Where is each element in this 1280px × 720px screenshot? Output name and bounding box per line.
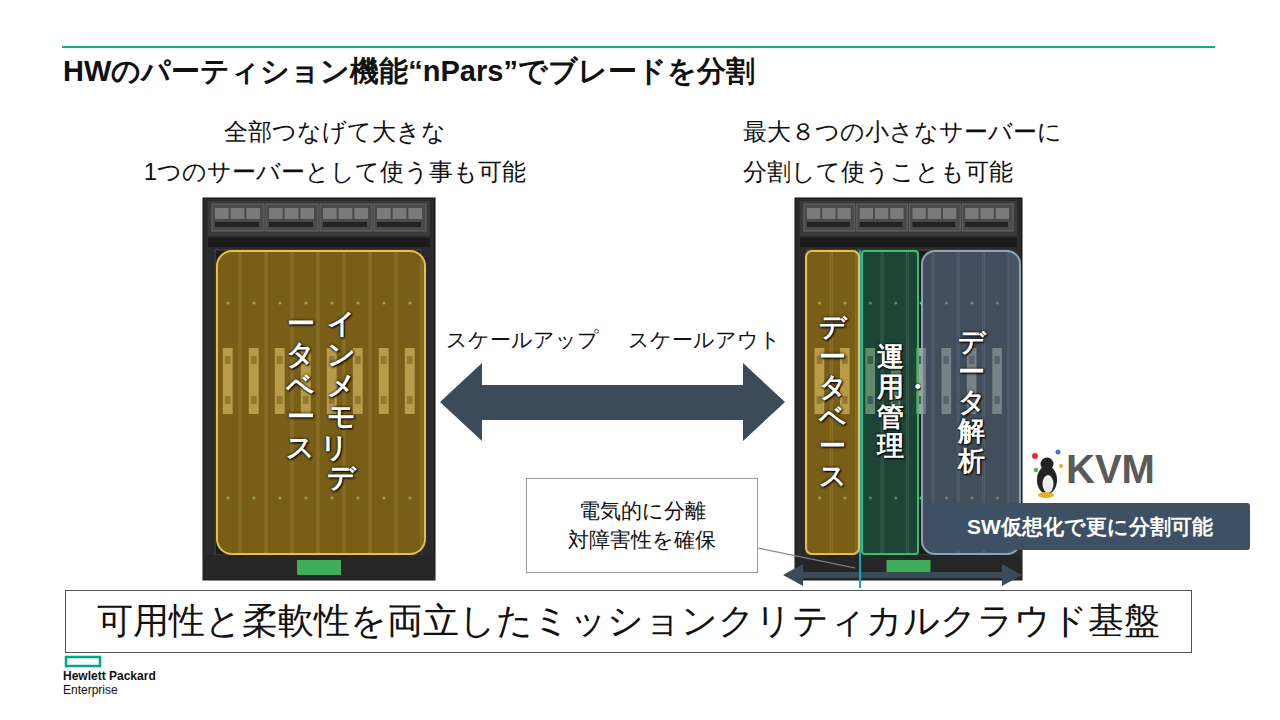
summary-band: 可用性と柔軟性を両立したミッションクリティカルクラウド基盤 — [65, 590, 1192, 653]
chassis-bar — [800, 238, 1017, 247]
drive-bay — [962, 204, 1013, 231]
scale-label: スケールアウト — [628, 326, 781, 354]
drive-band — [208, 201, 430, 236]
logo-dot — [1032, 453, 1038, 459]
penguin-feet — [1038, 492, 1054, 498]
bay-slot — [943, 208, 956, 219]
bay-frame — [804, 204, 855, 231]
box-text: 電気的に分離 対障害性を確保 — [537, 497, 747, 554]
db-partition: データベース — [805, 250, 860, 555]
bay-slot — [965, 208, 978, 219]
callout-box: 電気的に分離 対障害性を確保 — [526, 478, 758, 573]
bay-latch — [269, 222, 313, 227]
bracket-head — [783, 564, 803, 586]
bay-frame — [212, 204, 264, 231]
bay-frame — [266, 204, 318, 231]
bay-slot — [807, 208, 820, 219]
drive-bay — [857, 204, 908, 231]
bay-slot — [981, 208, 994, 219]
scale-label: スケールアップ — [446, 326, 599, 354]
drive-bay — [804, 204, 855, 231]
bay-frame — [857, 204, 908, 231]
bay-slot — [354, 208, 368, 219]
bay-frame — [374, 204, 426, 231]
bay-latch — [215, 222, 259, 227]
chassis-foot — [203, 555, 435, 580]
bay-slot — [215, 208, 229, 219]
chassis-group — [203, 198, 1022, 580]
bay-slot — [339, 208, 353, 219]
chassis-tag — [297, 560, 341, 575]
bay-latch — [913, 222, 956, 227]
bay-slot — [377, 208, 391, 219]
bay-frame — [320, 204, 372, 231]
bay-slot — [890, 208, 903, 219]
bay-latch — [323, 222, 367, 227]
hpe-logo-mark — [66, 657, 100, 666]
ops-partition: 運用・管理 — [861, 250, 919, 555]
bay-slot — [231, 208, 245, 219]
kvm-logo-text: KVM — [1066, 447, 1155, 492]
logo-text: Enterprise — [63, 683, 118, 697]
drive-bay — [266, 204, 318, 231]
scale-arrow — [440, 363, 785, 441]
chassis-foot — [795, 555, 1022, 580]
width-bracket — [800, 572, 1005, 578]
logo-text: Hewlett Packard — [63, 669, 156, 683]
drive-bay — [374, 204, 426, 231]
drive-band — [800, 201, 1017, 236]
bay-slot — [285, 208, 299, 219]
kvm-penguin — [1032, 450, 1063, 499]
box-text: 可用性と柔軟性を両立したミッションクリティカルクラウド基盤 — [97, 597, 1160, 646]
caption: 全部つなげて大きな 1つのサーバーとして使う事も可能 — [130, 112, 540, 192]
bay-latch — [860, 222, 903, 227]
bay-frame — [910, 204, 961, 231]
chassis-frame — [203, 198, 435, 580]
bay-latch — [965, 222, 1008, 227]
server-chassis — [203, 198, 435, 580]
slide-title: HWのパーティション機能“nPars”でブレードを分割 — [63, 52, 755, 92]
vertical-label: データ解析 — [958, 328, 985, 476]
bay-slot — [269, 208, 283, 219]
penguin-belly — [1043, 475, 1054, 493]
logo-dot — [1056, 450, 1061, 455]
bay-slot — [996, 208, 1009, 219]
bay-slot — [246, 208, 260, 219]
bay-slot — [913, 208, 926, 219]
bay-frame — [962, 204, 1013, 231]
bay-slot — [323, 208, 337, 219]
virtualization-box: SW仮想化で更に分割可能 — [930, 503, 1250, 550]
bay-slot — [875, 208, 888, 219]
drive-bay — [910, 204, 961, 231]
chassis-bar — [208, 238, 430, 247]
drive-bay — [212, 204, 264, 231]
bracket-head — [1002, 564, 1022, 586]
penguin-head — [1041, 458, 1054, 471]
bay-slot — [393, 208, 407, 219]
drive-bay — [320, 204, 372, 231]
logo-dot — [1059, 464, 1063, 468]
bay-slot — [860, 208, 873, 219]
box-text: SW仮想化で更に分割可能 — [967, 513, 1213, 541]
header-rule — [62, 46, 1215, 48]
bay-slot — [822, 208, 835, 219]
memory-db-partition: インメモリ データベース — [216, 250, 426, 555]
vertical-label: インメモリ データベース — [285, 309, 356, 495]
bay-latch — [807, 222, 850, 227]
vertical-label: データベース — [819, 313, 846, 491]
bay-slot — [928, 208, 941, 219]
bay-slot — [408, 208, 422, 219]
bay-slot — [838, 208, 851, 219]
bay-slot — [300, 208, 314, 219]
vertical-label: 運用・管理 — [877, 343, 904, 462]
logo-dot — [1034, 468, 1038, 472]
bay-latch — [377, 222, 421, 227]
caption: 最大８つの小さなサーバーに 分割して使うことも可能 — [743, 112, 1123, 192]
